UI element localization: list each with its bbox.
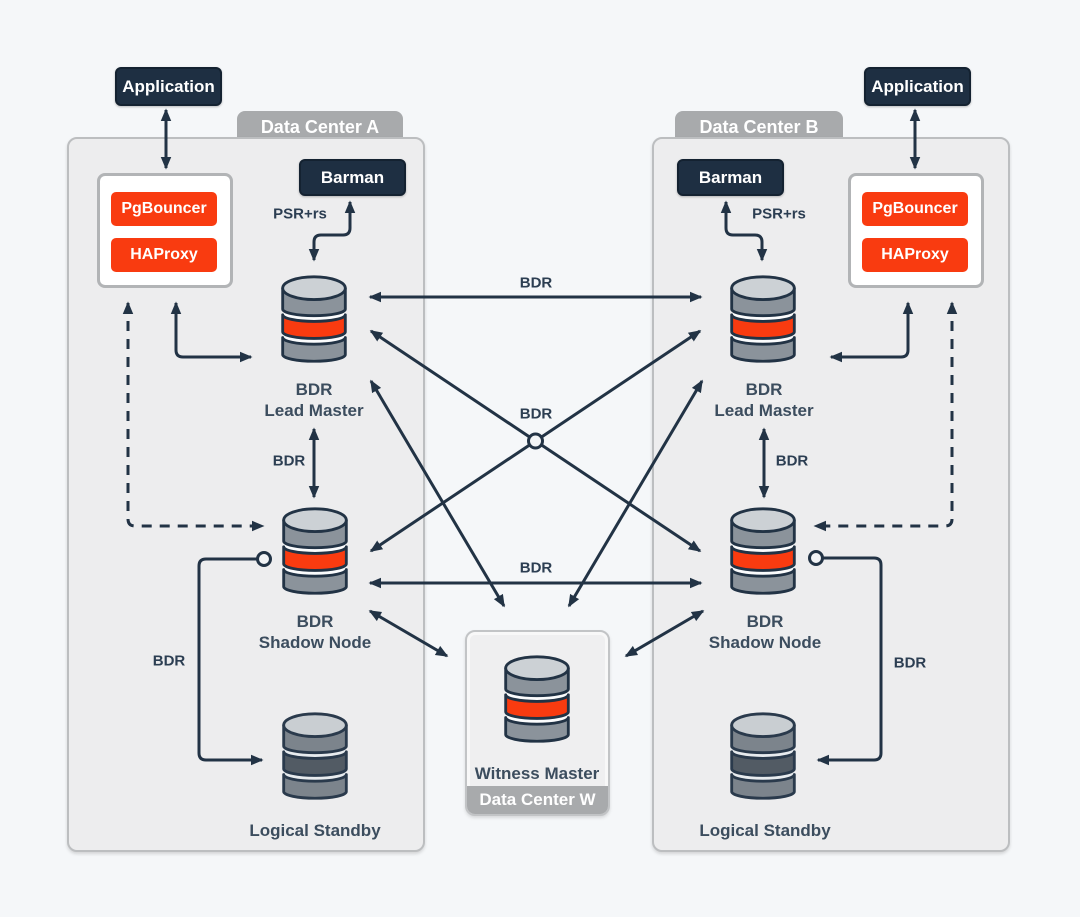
arrow-lead-b-witness — [567, 379, 704, 608]
logical-standby-b-database-icon — [730, 712, 796, 800]
shadow-node-b-caption: BDR Shadow Node — [709, 611, 821, 653]
shadow-node-a-caption: BDR Shadow Node — [259, 611, 371, 653]
shadow-b-port-circle — [808, 550, 824, 566]
haproxy-a-box: HAProxy — [111, 238, 217, 272]
pgbouncer-a-box: PgBouncer — [111, 192, 217, 226]
shadow-node-b-caption-line2: Shadow Node — [708, 633, 822, 652]
arrow-lead-a-witness — [369, 379, 506, 608]
shadow-node-b-caption-line1: BDR — [746, 612, 784, 631]
haproxy-b-box: HAProxy — [862, 238, 968, 272]
datacenter-w-tab: Data Center W — [467, 786, 608, 814]
arrow-proxy-lead-b — [829, 301, 914, 363]
arrow-proxy-lead-a — [170, 301, 253, 363]
witness-master-database-icon — [504, 655, 570, 743]
shadow-node-a-database-icon — [282, 507, 348, 595]
arrow-shadow-standby-a — [197, 557, 264, 766]
bdr-label-top: BDR — [519, 274, 553, 292]
psr-label-b: PSR+rs — [752, 205, 806, 223]
arrow-shadow-a-witness — [368, 609, 449, 658]
arrow-shadow-b-witness — [624, 609, 705, 658]
bdr-mesh-node-circle — [527, 432, 544, 450]
shadow-node-a-caption-line2: Shadow Node — [258, 633, 372, 652]
shadow-node-b-database-icon — [730, 507, 796, 595]
lead-master-a-caption-line2: Lead Master — [264, 401, 364, 420]
bdr-label-cross: BDR — [519, 405, 553, 423]
arrow-proxy-shadow-dashed-b — [813, 301, 958, 532]
barman-b-box: Barman — [677, 159, 784, 196]
lead-master-b-caption-line2: Lead Master — [714, 401, 814, 420]
bdr-label-standby-b: BDR — [893, 654, 927, 672]
arrow-psr-barman-b — [720, 200, 768, 262]
logical-standby-a-caption: Logical Standby — [249, 821, 381, 840]
witness-master-caption: Witness Master — [474, 764, 600, 783]
logical-standby-a-database-icon — [282, 712, 348, 800]
lead-master-b-caption: BDR Lead Master — [714, 379, 813, 421]
bdr-label-lead-shadow-a: BDR — [272, 452, 306, 470]
pgbouncer-b-box: PgBouncer — [862, 192, 968, 226]
lead-master-a-database-icon — [281, 275, 347, 363]
lead-master-b-caption-line1: BDR — [745, 380, 783, 399]
shadow-a-port-circle — [256, 551, 272, 567]
application-b-box: Application — [864, 67, 971, 106]
barman-a-box: Barman — [299, 159, 406, 196]
bdr-label-lead-shadow-b: BDR — [775, 452, 809, 470]
bdr-label-shadow: BDR — [519, 559, 553, 577]
shadow-node-a-caption-line1: BDR — [296, 612, 334, 631]
application-a-box: Application — [115, 67, 222, 106]
arrow-proxy-shadow-dashed-a — [122, 301, 265, 532]
lead-master-b-database-icon — [730, 275, 796, 363]
bdr-label-standby-a: BDR — [152, 652, 186, 670]
lead-master-a-caption: BDR Lead Master — [264, 379, 363, 421]
arrow-psr-barman-a — [308, 200, 356, 262]
arrow-shadow-standby-b — [816, 556, 883, 766]
psr-label-a: PSR+rs — [273, 205, 327, 223]
logical-standby-b-caption: Logical Standby — [699, 821, 831, 840]
lead-master-a-caption-line1: BDR — [295, 380, 333, 399]
